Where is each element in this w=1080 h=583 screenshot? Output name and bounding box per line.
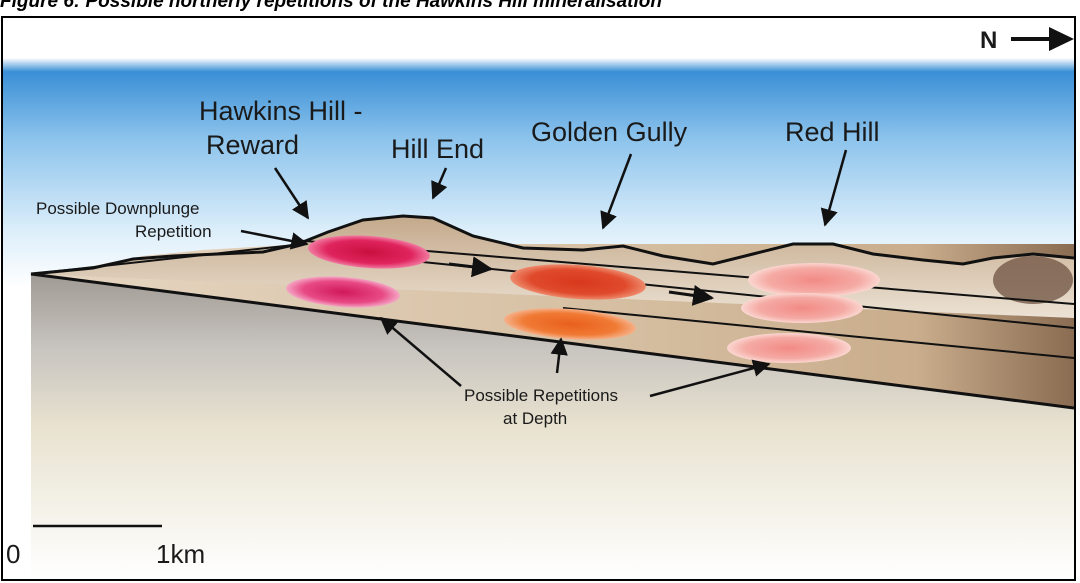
label-golden-gully: Golden Gully (531, 117, 688, 147)
lode-red-hill-deep-2 (727, 333, 851, 363)
scale-bar-start-label: 0 (6, 539, 20, 569)
label-downplunge-line2: Repetition (135, 222, 212, 241)
cross-section-diagram: N Hawkins Hill - Reward Hill End Golden … (3, 18, 1074, 579)
label-depth-line1: Possible Repetitions (464, 386, 618, 405)
north-arrow-icon (1011, 27, 1074, 51)
figure-caption: Figure 6: Possible northerly repetitions… (0, 0, 1080, 13)
north-arrow-label: N (980, 27, 997, 54)
label-depth-line2: at Depth (503, 409, 567, 428)
lode-red-hill-deep-1 (741, 293, 863, 323)
label-hawkins-hill-line2: Reward (206, 130, 299, 160)
lode-red-hill (748, 263, 880, 297)
label-red-hill: Red Hill (785, 117, 880, 147)
label-hill-end: Hill End (391, 134, 484, 164)
scale-bar-end-label: 1km (156, 539, 205, 569)
label-hawkins-hill-line1: Hawkins Hill - (199, 96, 363, 126)
diagram-frame: N Hawkins Hill - Reward Hill End Golden … (1, 16, 1076, 581)
dark-hill-shade (993, 256, 1073, 304)
label-downplunge-line1: Possible Downplunge (36, 199, 200, 218)
